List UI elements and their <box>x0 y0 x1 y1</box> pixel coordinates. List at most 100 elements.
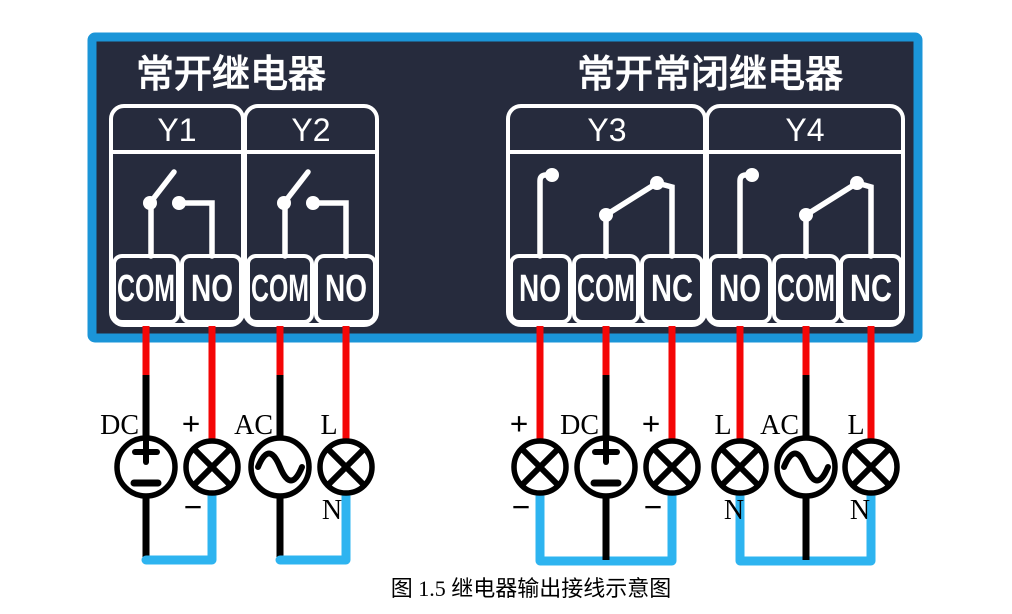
terminal-cell-no: NO <box>180 254 243 324</box>
y2-external-circuit: AC L N <box>234 326 375 565</box>
y3-external-circuit: + DC + − − <box>510 326 701 566</box>
y4-external-circuit: L AC L N N <box>711 326 900 566</box>
terminal-cell-no: NO <box>708 254 772 324</box>
terminal-cell-box <box>772 254 840 324</box>
switch-arm <box>803 180 860 218</box>
terminal-label: COM <box>777 268 835 310</box>
terminal-cell-box <box>180 254 243 324</box>
relay-label: Y4 <box>785 112 824 148</box>
terminal-label: COM <box>251 268 309 310</box>
relay-label: Y1 <box>157 112 196 148</box>
lamp-cross-2 <box>191 446 233 488</box>
lamp-cross-2 <box>519 446 561 488</box>
terminal-cell-com: COM <box>246 254 314 324</box>
neutral-label: N <box>850 495 870 526</box>
relay-y2: Y2 COM NO <box>243 104 379 327</box>
return-wire-blue <box>535 487 677 566</box>
ac-source-icon <box>248 435 312 499</box>
live-label: L <box>847 410 864 441</box>
live-label: L <box>320 410 337 441</box>
ac-label: AC <box>234 410 273 441</box>
terminal-label: NO <box>325 268 367 310</box>
y1-external-circuit: DC + − <box>100 326 241 565</box>
lamp-cross-2 <box>325 446 367 488</box>
neutral-label: N <box>322 495 342 526</box>
lamp-cross-2 <box>850 446 892 488</box>
plus-label: + <box>642 407 661 443</box>
terminal-cell-nc: NC <box>640 254 704 324</box>
ac-source-icon <box>774 435 838 499</box>
return-wire-blue <box>141 487 217 565</box>
figure-caption: 图 1.5 继电器输出接线示意图 <box>391 576 672 601</box>
terminal-cell-box <box>708 254 772 324</box>
terminal-cell-box <box>112 254 180 324</box>
terminal-cell-no: NO <box>509 254 572 324</box>
terminal-label: NC <box>651 268 693 310</box>
return-wire-blue <box>735 487 876 566</box>
terminal-label: NO <box>191 268 233 310</box>
terminal-cell-box <box>509 254 572 324</box>
ac-label: AC <box>760 410 799 441</box>
dc-source-icon <box>114 435 178 499</box>
group-title-no-nc: 常开常闭继电器 <box>577 54 844 96</box>
switch-no-contact-dot <box>545 168 559 182</box>
terminal-label: NC <box>850 268 892 310</box>
relay-label: Y3 <box>587 112 626 148</box>
plus-label: + <box>510 407 529 443</box>
dc-label: DC <box>100 410 139 441</box>
terminal-cell-box <box>640 254 704 324</box>
terminal-cell-nc: NC <box>839 254 903 324</box>
relay-panel: 常开继电器 常开常闭继电器 Y1 COM NO <box>87 32 923 343</box>
relay-box <box>243 104 379 327</box>
lamp-icon <box>842 438 900 496</box>
terminal-label: NO <box>719 268 761 310</box>
terminal-cell-com: COM <box>772 254 840 324</box>
lamp-icon <box>511 438 569 496</box>
plus-label: + <box>182 407 201 443</box>
lamp-icon <box>711 438 769 496</box>
switch-arm <box>281 169 311 206</box>
terminal-label: NO <box>519 268 561 310</box>
switch-nc-lead <box>654 180 675 259</box>
group-title-normally-open: 常开继电器 <box>136 54 327 96</box>
terminal-label: COM <box>577 268 635 310</box>
switch-nc-lead <box>854 180 874 259</box>
terminal-label: COM <box>117 268 175 310</box>
relay-label: Y2 <box>291 112 330 148</box>
relay-box <box>705 104 905 327</box>
no-switch-icon <box>143 169 215 259</box>
switch-no-lead <box>310 200 349 259</box>
lamp-icon <box>317 438 375 496</box>
dc-source-icon <box>574 435 638 499</box>
switch-arm <box>603 180 660 218</box>
switch-arm <box>147 169 177 206</box>
terminal-cell-box <box>839 254 903 324</box>
terminal-cell-box <box>246 254 314 324</box>
switch-no-contact-dot <box>745 168 759 182</box>
relay-y3: Y3 NO COM NC <box>506 104 707 327</box>
spdt-switch-icon <box>737 168 874 259</box>
terminal-cell-box <box>572 254 640 324</box>
terminal-cell-box <box>314 254 377 324</box>
return-wire-blue <box>275 487 351 565</box>
lamp-icon <box>643 438 701 496</box>
minus-label: − <box>644 490 663 526</box>
relay-y1: Y1 COM NO <box>109 104 245 327</box>
switch-no-lead <box>176 200 215 259</box>
minus-label: − <box>512 490 531 526</box>
lamp-cross-2 <box>719 446 761 488</box>
relay-y4: Y4 NO COM NC <box>705 104 905 327</box>
terminal-cell-com: COM <box>112 254 180 324</box>
terminal-cell-com: COM <box>572 254 640 324</box>
lamp-icon <box>183 438 241 496</box>
lamp-cross-2 <box>651 446 693 488</box>
terminal-cell-no: NO <box>314 254 377 324</box>
no-switch-icon <box>277 169 349 259</box>
neutral-label: N <box>724 495 744 526</box>
dc-label: DC <box>560 410 599 441</box>
sine-wave <box>781 450 831 484</box>
spdt-switch-icon <box>537 168 675 259</box>
sine-wave <box>255 450 305 484</box>
minus-label: − <box>184 490 203 526</box>
